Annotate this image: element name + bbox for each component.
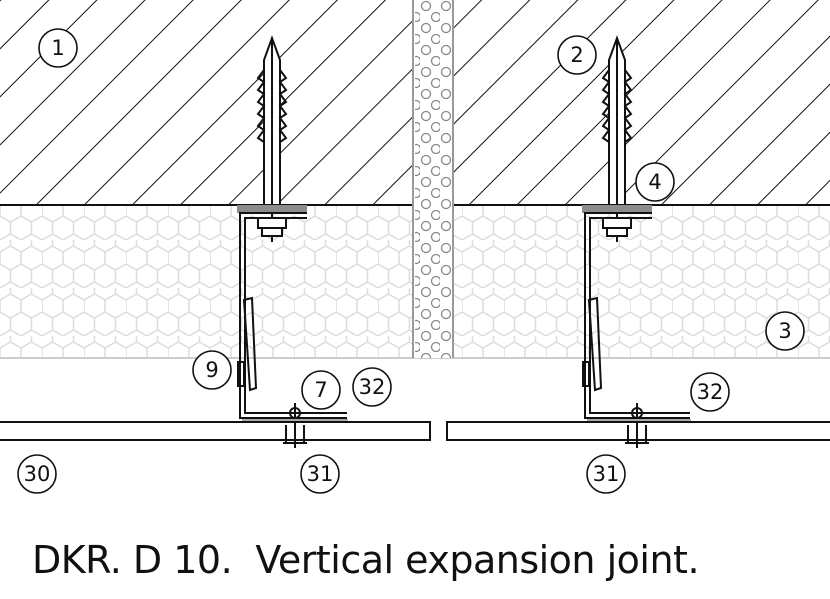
facade-panel-right (446, 419, 830, 441)
callout-3: 3 (778, 319, 791, 343)
callout-7: 7 (314, 378, 327, 402)
callout-31-left: 31 (307, 462, 334, 486)
callout-30: 30 (24, 462, 51, 486)
callout-2: 2 (570, 43, 583, 67)
insulation-left (0, 206, 413, 358)
callout-31-right: 31 (593, 462, 620, 486)
callout-4: 4 (648, 170, 661, 194)
callout-1: 1 (51, 36, 64, 60)
callout-32-left: 32 (359, 375, 386, 399)
anchor-left (237, 35, 307, 242)
expansion-joint-strip (412, 0, 454, 358)
rivet-left (283, 403, 307, 448)
anchor-right (582, 35, 652, 242)
drawing-caption: DKR. D 10. Vertical expansion joint. (32, 538, 700, 582)
rivet-right (625, 403, 649, 448)
callout-32-right: 32 (697, 380, 724, 404)
facade-panel-left (0, 419, 431, 441)
callout-9: 9 (205, 358, 218, 382)
